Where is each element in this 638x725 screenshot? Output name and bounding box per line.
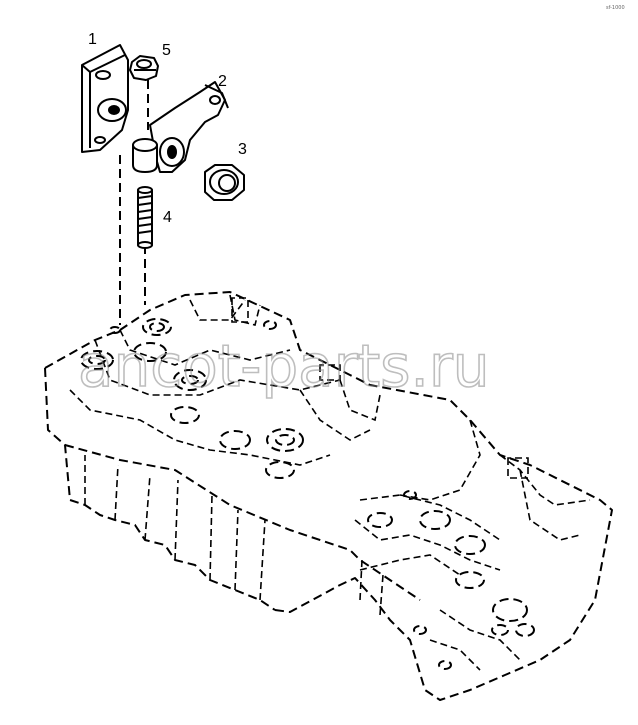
- callout-5: 5: [162, 42, 171, 59]
- bushing-part: [132, 138, 158, 173]
- callout-4: 4: [163, 209, 172, 226]
- rocker-arm-support-part: [81, 44, 129, 153]
- corner-mark: sf-1000: [606, 5, 625, 11]
- callout-1: 1: [88, 31, 97, 48]
- adjusting-screw-part: [137, 186, 153, 249]
- watermark-text: ancot-parts.ru: [78, 332, 490, 400]
- head-port-openings: [80, 318, 535, 670]
- alignment-lines: [119, 80, 149, 325]
- callout-2: 2: [218, 73, 227, 90]
- rocker-arm-part: [149, 81, 229, 173]
- plug-part: [204, 164, 245, 201]
- cylinder-head-outline: [44, 291, 613, 701]
- callout-3: 3: [238, 141, 247, 158]
- nut-part: [129, 55, 159, 81]
